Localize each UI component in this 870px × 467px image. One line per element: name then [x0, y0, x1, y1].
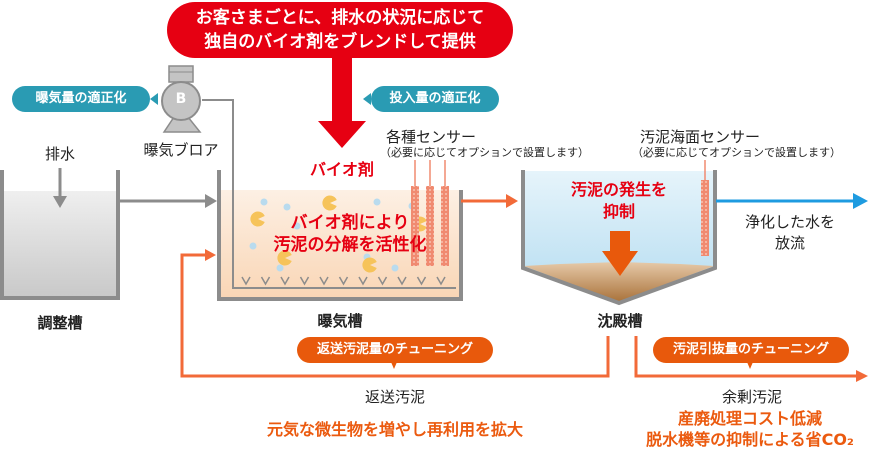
diffuser-nozzle — [358, 276, 368, 286]
inlet-arrow — [53, 168, 67, 208]
microbe-icon — [362, 257, 377, 273]
sensors-title: 各種センサー — [386, 128, 477, 146]
settling-effect-line-2: 抑制 — [602, 202, 635, 221]
blower-label: 曝気ブロア — [143, 141, 219, 159]
aeration-effect-line-1: バイオ剤により — [290, 213, 410, 233]
settling-tank-label: 沈殿槽 — [597, 312, 643, 330]
adjust-tank — [0, 170, 120, 300]
aeration-effect-text: バイオ剤により 汚泥の分解を活性化 — [250, 212, 450, 256]
blower-mark: B — [175, 91, 187, 107]
aeration-optimize-badge: 曝気量の適正化 — [12, 86, 150, 112]
sensors-note: （必要に応じてオプションで設置します） — [380, 146, 589, 159]
air-bubble — [391, 264, 399, 272]
aeration-effect-line-2: 汚泥の分解を活性化 — [273, 235, 427, 255]
diffuser-nozzle — [319, 276, 329, 286]
excess-benefit-text: 産廃処理コスト低減 脱水機等の抑制による省CO₂ — [630, 408, 870, 450]
excess-benefit-line-1: 産廃処理コスト低減 — [677, 409, 822, 428]
microbe-icon — [250, 211, 265, 227]
return-sludge-label: 返送汚泥 — [364, 388, 425, 406]
excess-sludge-line — [634, 336, 868, 382]
diffuser-nozzle — [260, 276, 271, 286]
blower-icon — [161, 65, 202, 133]
callout-line-2: 独自のバイオ剤をブレンドして提供 — [204, 32, 476, 52]
pill-tail — [391, 362, 397, 369]
diffuser-nozzle — [241, 276, 251, 286]
discharge-text: 浄化した水を 放流 — [735, 212, 845, 254]
air-bubble — [373, 198, 381, 206]
diffuser-nozzle — [280, 276, 290, 286]
air-bubble — [276, 264, 284, 272]
air-pipe — [202, 99, 456, 289]
adjust-tank-label: 調整槽 — [37, 314, 83, 332]
discharge-arrow — [716, 193, 868, 209]
return-benefit-text: 元気な微生物を増やし再利用を拡大 — [266, 420, 523, 439]
callout-line-1: お客さまごとに、排水の状況に応じて — [195, 8, 485, 28]
dosage-optimize-badge: 投入量の適正化 — [371, 86, 499, 112]
diffuser-nozzle — [436, 276, 446, 286]
bio-agent-label: バイオ剤 — [309, 160, 374, 179]
sludge-level-sensor — [701, 160, 709, 256]
pill-tail — [150, 93, 158, 105]
diffuser-nozzle — [377, 276, 388, 286]
aeration-tank-label: 曝気槽 — [317, 312, 363, 330]
air-bubble — [293, 222, 301, 230]
air-bubble — [260, 198, 268, 206]
sludge-withdraw-tuning-badge: 汚泥引抜量のチューニング — [653, 337, 849, 363]
air-bubble — [283, 203, 291, 211]
excess-benefit-line-2: 脱水機等の抑制による省CO₂ — [646, 430, 854, 449]
diffuser-nozzle — [397, 276, 407, 286]
bio-agent-arrow — [318, 50, 366, 148]
diffuser-nozzle — [416, 276, 427, 286]
return-sludge-tuning-badge: 返送汚泥量のチューニング — [297, 337, 493, 363]
diffuser-nozzle — [299, 276, 310, 286]
microbe-icon — [277, 250, 292, 266]
excess-sludge-label: 余剰汚泥 — [721, 388, 782, 406]
discharge-line-1: 浄化した水を — [744, 213, 835, 231]
sludge-sensor-title: 汚泥海面センサー — [640, 128, 761, 146]
diffuser-nozzle — [338, 276, 349, 286]
microbe-icon — [322, 195, 337, 211]
pill-tail — [363, 93, 371, 105]
suppress-arrow — [602, 231, 638, 276]
outflow-arrow — [461, 194, 518, 208]
transfer-arrow — [118, 194, 217, 208]
pill-tail — [747, 362, 753, 369]
air-bubble — [249, 242, 257, 250]
settling-effect-line-1: 汚泥の発生を — [570, 180, 667, 199]
return-sludge-line — [180, 249, 610, 378]
sensor-probes — [411, 160, 449, 266]
sludge-sensor-note: （必要に応じてオプションで設置します） — [632, 146, 841, 159]
air-diffusers — [241, 276, 446, 286]
customization-callout: お客さまごとに、排水の状況に応じて 独自のバイオ剤をブレンドして提供 — [167, 2, 513, 58]
settling-effect-text: 汚泥の発生を 抑制 — [554, 179, 684, 223]
wastewater-label: 排水 — [44, 145, 75, 163]
discharge-line-2: 放流 — [774, 234, 805, 252]
